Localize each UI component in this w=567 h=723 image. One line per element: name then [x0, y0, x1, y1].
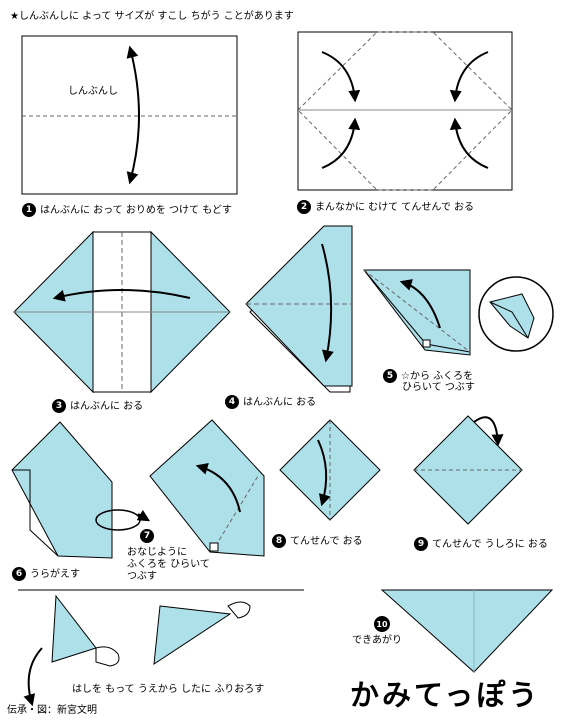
finished-paper-gun [380, 589, 554, 673]
step2-arrow-br [449, 117, 489, 169]
step8-text: てんせんで おる [290, 535, 363, 547]
step2-arrow-bl [321, 117, 361, 169]
step10-number: 10 [374, 616, 390, 632]
step6-number: 6 [12, 567, 26, 581]
step9-text: てんせんで うしろに おる [432, 538, 548, 550]
step2-arrow-tr [449, 51, 489, 103]
step8-arrow [317, 439, 331, 507]
step5-text-1: ☆から ふくろを [401, 370, 474, 382]
step6-paper [11, 421, 113, 559]
step7-fold-line [211, 475, 259, 553]
step8-figure [279, 419, 381, 521]
step6-flap-edge [12, 469, 59, 557]
step2-arrow-tl [321, 51, 361, 103]
usage-hand-1 [95, 646, 120, 667]
step10-text: できあがり [352, 635, 402, 646]
step4-figure [245, 225, 353, 393]
step4-text: はんぶんに おる [243, 396, 317, 408]
step5-figure [362, 269, 554, 356]
step1-paper-label: しんぶんし [68, 86, 118, 97]
step4-number: 4 [225, 395, 239, 409]
step5-paper [362, 269, 471, 356]
step7-text: おなじように ふくろを ひらいて つぶす [127, 547, 210, 582]
step5-text-2: ひらいて つぶす [402, 382, 475, 393]
step1-text: はんぶんに おって おりめを つけて もどす [40, 204, 233, 216]
step3-number: 3 [52, 399, 66, 413]
step4-caption: 4 はんぶんに おる [225, 395, 316, 409]
step2-figure [297, 31, 513, 191]
usage-caption: はしを もって うえから したに ふりおろす [72, 684, 265, 695]
step7-star-mark [209, 542, 219, 552]
step3-figure [13, 230, 231, 394]
step8-caption: 8 てんせんで おる [272, 534, 363, 548]
step7-arrow [195, 462, 241, 513]
step7-number: 7 [140, 529, 154, 543]
step7-badge-wrap: 7 [140, 529, 158, 543]
header-note: ★しんぶんしに よって サイズが すこし ちがう ことがあります [10, 11, 294, 22]
step5-caption: 5 ☆から ふくろを [383, 369, 473, 383]
step1-figure [21, 35, 238, 195]
step5-number: 5 [383, 369, 397, 383]
step3-arrow [52, 289, 191, 302]
step6-figure [11, 421, 151, 559]
step9-arrow [473, 416, 504, 447]
step9-caption: 9 てんせんで うしろに おる [414, 537, 548, 551]
step6-turn-arrow [136, 509, 151, 522]
step1-number: 1 [22, 203, 36, 217]
step4-paper [245, 225, 353, 387]
step10-figure [380, 589, 554, 673]
step5-detail-paper [489, 293, 535, 339]
step3-text: はんぶんに おる [70, 400, 144, 412]
step6-caption: 6 うらがえす [12, 567, 80, 581]
page-title: かみてっぽう [350, 678, 541, 712]
usage-swing-arrow [23, 647, 43, 707]
step7-paper [149, 419, 265, 557]
step1-newspaper [21, 35, 238, 195]
step5-fold-line [363, 269, 471, 353]
step5-detail-edge [489, 301, 529, 339]
usage-paper-down [153, 605, 232, 665]
step10-badge-wrap: 10 [374, 616, 394, 632]
step6-text: うらがえす [30, 568, 80, 580]
step2-caption: 2 まんなかに むけて てんせんで おる [297, 200, 474, 214]
step9-number: 9 [414, 537, 428, 551]
usage-paper-up [51, 594, 97, 663]
usage-hand-2 [227, 601, 251, 619]
step9-figure [413, 415, 523, 525]
step2-number: 2 [297, 200, 311, 214]
step1-fold-arrow [126, 45, 140, 185]
step4-arrow [321, 243, 334, 363]
step5-star-mark [422, 339, 431, 348]
usage-illustration [23, 594, 251, 707]
credit: 伝承・図：新宮文明 [7, 705, 97, 716]
step3-caption: 3 はんぶんに おる [52, 399, 143, 413]
step5-arrow [399, 279, 441, 329]
step2-text: まんなかに むけて てんせんで おる [315, 201, 475, 213]
step1-caption: 1 はんぶんに おって おりめを つけて もどす [22, 203, 232, 217]
step8-number: 8 [272, 534, 286, 548]
step7-figure [149, 419, 265, 557]
